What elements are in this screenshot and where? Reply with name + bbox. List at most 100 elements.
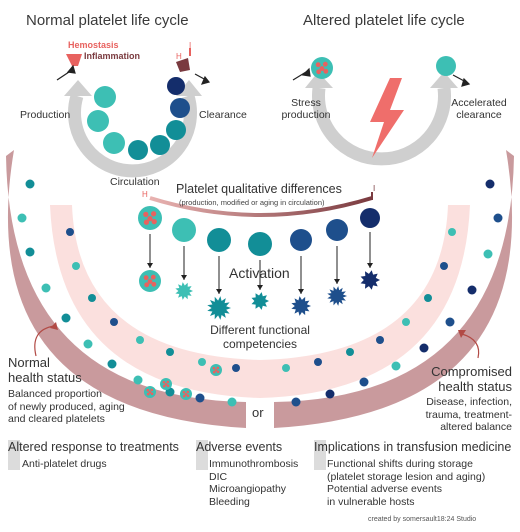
health-arrow-head-left (50, 322, 58, 330)
granule (319, 66, 325, 71)
band-platelet (419, 343, 429, 353)
flow-arrows (56, 64, 471, 87)
activated-platelet (207, 296, 231, 320)
circulating-platelet (128, 140, 148, 160)
col3-items: Functional shifts during storage (platel… (327, 458, 486, 508)
activated-platelet (327, 286, 347, 306)
granule (146, 392, 150, 396)
qualitative-subtitle: (production, modified or aging in circul… (179, 198, 325, 207)
normal-health-heading: Normal health status (8, 355, 82, 385)
qualitative-platelet (290, 229, 312, 251)
col2-items: Immunothrombosis DIC Microangiopathy Ble… (209, 458, 299, 508)
granule (182, 394, 186, 398)
activation-arrowhead (298, 289, 304, 294)
activated-platelet (175, 282, 193, 300)
hi-gradient-bar (149, 196, 373, 217)
cleared-platelet (436, 56, 456, 76)
band-platelet (17, 213, 27, 223)
altered-cycle-arrow (305, 72, 458, 166)
activation-arrowhead (181, 275, 187, 280)
accelerated-clearance-label: Accelerated clearance (451, 97, 507, 121)
band-platelet (107, 359, 117, 369)
hemostasis-wedge (66, 54, 82, 66)
band-platelet (325, 389, 335, 399)
outer-band-right (274, 150, 514, 428)
granule (143, 275, 149, 281)
band-platelet (133, 375, 143, 385)
granule (146, 388, 150, 392)
clearance-label: Clearance (199, 109, 247, 121)
activation-arrowhead (216, 289, 222, 294)
band-platelet (359, 377, 369, 387)
band-platelet (166, 348, 174, 356)
circulating-platelet (94, 86, 116, 108)
granule (147, 215, 153, 222)
granule (322, 61, 328, 67)
health-arrow-head-right (458, 330, 466, 338)
band-platelet (165, 387, 175, 397)
band-platelet (25, 179, 35, 189)
activation-arrowhead (257, 285, 263, 290)
granule (150, 388, 154, 392)
marker-h-top: H (176, 52, 182, 61)
production-label: Production (20, 109, 71, 121)
band-platelet (467, 285, 477, 295)
granule (182, 390, 186, 394)
band-platelet (227, 397, 237, 407)
granule (147, 279, 153, 284)
platelet-dots (17, 56, 503, 407)
activated-platelet (360, 270, 380, 290)
compromised-health-heading: Compromised health status (431, 364, 512, 394)
quote-box-1 (8, 440, 20, 470)
granule (151, 281, 157, 287)
activated-platelet (291, 296, 311, 316)
band-platelet (346, 348, 354, 356)
band-platelet (41, 283, 51, 293)
circulating-platelet (170, 98, 190, 118)
band-platelet (493, 213, 503, 223)
granule (150, 211, 157, 217)
granule (143, 211, 149, 218)
band-platelet (83, 339, 93, 349)
inflammation-wedge (176, 58, 190, 72)
compromised-health-desc: Disease, infection, trauma, treatment- a… (425, 396, 512, 433)
band-platelet (483, 249, 493, 259)
granule (162, 380, 166, 384)
circulation-label: Circulation (110, 176, 160, 188)
col1-heading: Altered response to treatments (8, 440, 179, 454)
lightning-icon (370, 78, 404, 158)
granule (143, 219, 150, 225)
band-platelet (282, 364, 290, 372)
granule (212, 370, 216, 374)
band-platelet (402, 318, 410, 326)
circulating-platelet (167, 77, 185, 95)
band-platelet (136, 336, 144, 344)
band-platelet (110, 318, 118, 326)
col3-heading: Implications in transfusion medicine (314, 440, 512, 454)
outer-band (6, 150, 246, 428)
band-platelet (66, 228, 74, 236)
marker-h-bar: H (142, 190, 148, 199)
qualitative-platelet (248, 232, 272, 256)
quote-box-2 (196, 440, 208, 470)
granule (144, 282, 150, 288)
marker-i-top: I (189, 41, 192, 50)
qualitative-platelet (360, 208, 380, 228)
circulating-platelet (103, 132, 125, 154)
granule (166, 384, 170, 388)
band-platelet (440, 262, 448, 270)
granule (184, 392, 188, 396)
band-platelet (72, 262, 80, 270)
granule (166, 380, 170, 384)
band-platelet (485, 179, 495, 189)
granule (186, 390, 190, 394)
granule (150, 274, 156, 280)
band-platelet (424, 294, 432, 302)
band-platelet (61, 313, 71, 323)
band-platelet (25, 247, 35, 257)
granule (315, 62, 321, 68)
title-normal: Normal platelet life cycle (26, 12, 189, 29)
circulating-platelet (166, 120, 186, 140)
activation-arrowhead (334, 279, 340, 284)
